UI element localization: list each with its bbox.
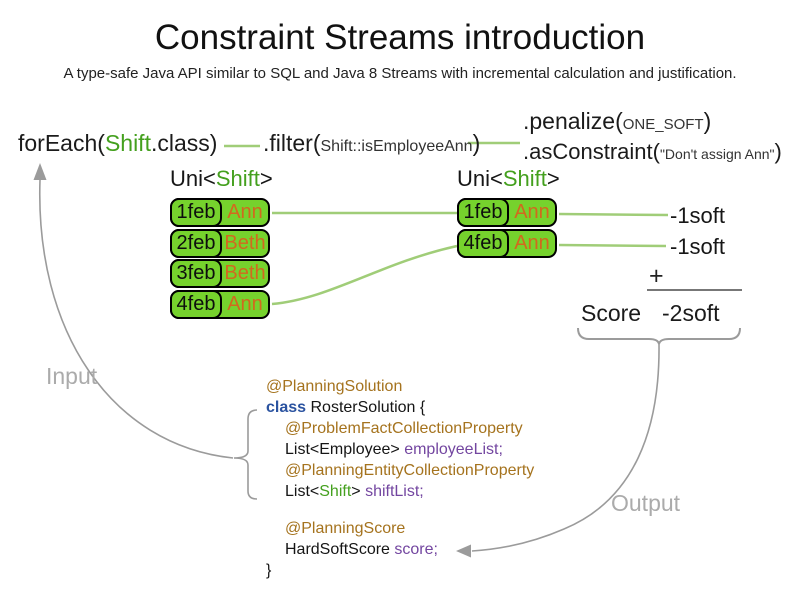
penalty-value-2: -1soft [670, 234, 726, 259]
shift-row-4feb-left: 4feb Ann [170, 290, 270, 319]
filter-expression: .filter(Shift::isEmployeeAnn) [263, 130, 480, 157]
input-arrowhead-icon [33, 163, 47, 180]
filter-arg-type: Shift [320, 138, 353, 155]
score-brace [577, 327, 741, 345]
filter-pre: .filter( [263, 130, 321, 156]
input-label: Input [46, 363, 98, 389]
penalize-expression-block: .penalize(ONE_SOFT) .asConstraint("Don't… [523, 108, 782, 168]
penalty-connector-1feb [558, 212, 669, 217]
roster-solution-code: @PlanningSolution class RosterSolution {… [266, 376, 534, 581]
closing-brace: } [266, 562, 272, 579]
page-subtitle: A type-safe Java API similar to SQL and … [63, 65, 737, 82]
shift-date: 1feb [457, 198, 509, 227]
shift-date: 4feb [457, 229, 509, 258]
stream-connector-4feb [271, 244, 458, 306]
foreach-pre: forEach( [18, 130, 105, 156]
page-title: Constraint Streams introduction [154, 18, 646, 57]
code-line-annotation-solution: @PlanningSolution [266, 376, 534, 397]
shift-employee: Ann [227, 293, 263, 315]
filter-post: ) [472, 130, 481, 156]
shift-row-4feb-right: 4feb Ann [457, 229, 557, 258]
code-brace [233, 409, 258, 500]
penalize-post: ) [703, 108, 712, 134]
annotation-planning-entity: @PlanningEntityCollectionProperty [285, 462, 535, 479]
shift-date: 3feb [170, 259, 222, 288]
shift-employee: Ann [227, 201, 263, 223]
field2-type-shift: Shift [319, 483, 352, 500]
uni-left-type: Shift [215, 166, 260, 191]
plus-sign: + [649, 262, 664, 290]
shift-date: 2feb [170, 229, 222, 258]
score-total-value: -2soft [662, 300, 720, 326]
uni-right-type: Shift [502, 166, 547, 191]
field2-name: shiftList; [365, 483, 424, 500]
code-line-employee-list: List<Employee> employeeList; [266, 439, 534, 460]
annotation-planning-score: @PlanningScore [285, 520, 406, 537]
field1-name: employeeList; [404, 441, 503, 458]
penalize-arg: ONE_SOFT [622, 116, 704, 133]
code-line-class-decl: class RosterSolution { [266, 397, 534, 418]
class-name: RosterSolution { [306, 399, 426, 416]
output-label: Output [611, 490, 681, 516]
left-stream-type-label: Uni<Shift> [170, 166, 273, 192]
score-label: Score [581, 300, 642, 326]
shift-employee: Beth [224, 232, 266, 254]
asconstraint-line: .asConstraint("Don't assign Ann") [523, 138, 782, 168]
asconstraint-post: ) [774, 139, 782, 164]
uni-left-pre: Uni< [170, 166, 216, 191]
penalty-connector-4feb [558, 243, 667, 248]
foreach-type: Shift [104, 130, 151, 156]
uni-right-post: > [546, 166, 560, 191]
foreach-post: .class) [150, 130, 218, 156]
shift-row-1feb-right: 1feb Ann [457, 198, 557, 227]
code-line-annotation-problem-fact: @ProblemFactCollectionProperty [266, 418, 534, 439]
shift-row-3feb-left: 3feb Beth [170, 259, 270, 288]
code-blank-line [266, 502, 534, 518]
field3-name: score; [394, 541, 438, 558]
shift-date: 4feb [170, 290, 222, 319]
asconstraint-pre: .asConstraint( [523, 139, 660, 164]
penalize-line: .penalize(ONE_SOFT) [523, 108, 782, 138]
right-stream-type-label: Uni<Shift> [457, 166, 560, 192]
shift-row-1feb-left: 1feb Ann [170, 198, 270, 227]
code-line-closing-brace: } [266, 560, 534, 581]
penalize-pre: .penalize( [523, 108, 623, 134]
keyword-class: class [266, 399, 307, 416]
foreach-expression: forEach(Shift.class) [18, 130, 217, 157]
code-line-annotation-score: @PlanningScore [266, 518, 534, 539]
asconstraint-arg: "Don't assign Ann" [659, 146, 775, 162]
annotation-planning-solution: @PlanningSolution [266, 378, 403, 395]
field3-type: HardSoftScore [285, 541, 395, 558]
shift-employee: Beth [224, 262, 266, 284]
shift-employee: Ann [514, 232, 550, 254]
uni-right-pre: Uni< [457, 166, 503, 191]
shift-date: 1feb [170, 198, 222, 227]
filter-arg-rest: ::isEmployeeAnn [352, 138, 473, 155]
annotation-problem-fact: @ProblemFactCollectionProperty [285, 420, 523, 437]
field1-type: List<Employee> [285, 441, 405, 458]
uni-left-post: > [259, 166, 273, 191]
penalty-value-1: -1soft [670, 203, 726, 228]
shift-row-2feb-left: 2feb Beth [170, 229, 270, 258]
code-line-annotation-planning-entity: @PlanningEntityCollectionProperty [266, 460, 534, 481]
code-line-shift-list: List<Shift> shiftList; [266, 481, 534, 502]
field2-type-post: > [351, 483, 366, 500]
shift-employee: Ann [514, 201, 550, 223]
field2-type-pre: List< [285, 483, 320, 500]
code-line-score-field: HardSoftScore score; [266, 539, 534, 560]
